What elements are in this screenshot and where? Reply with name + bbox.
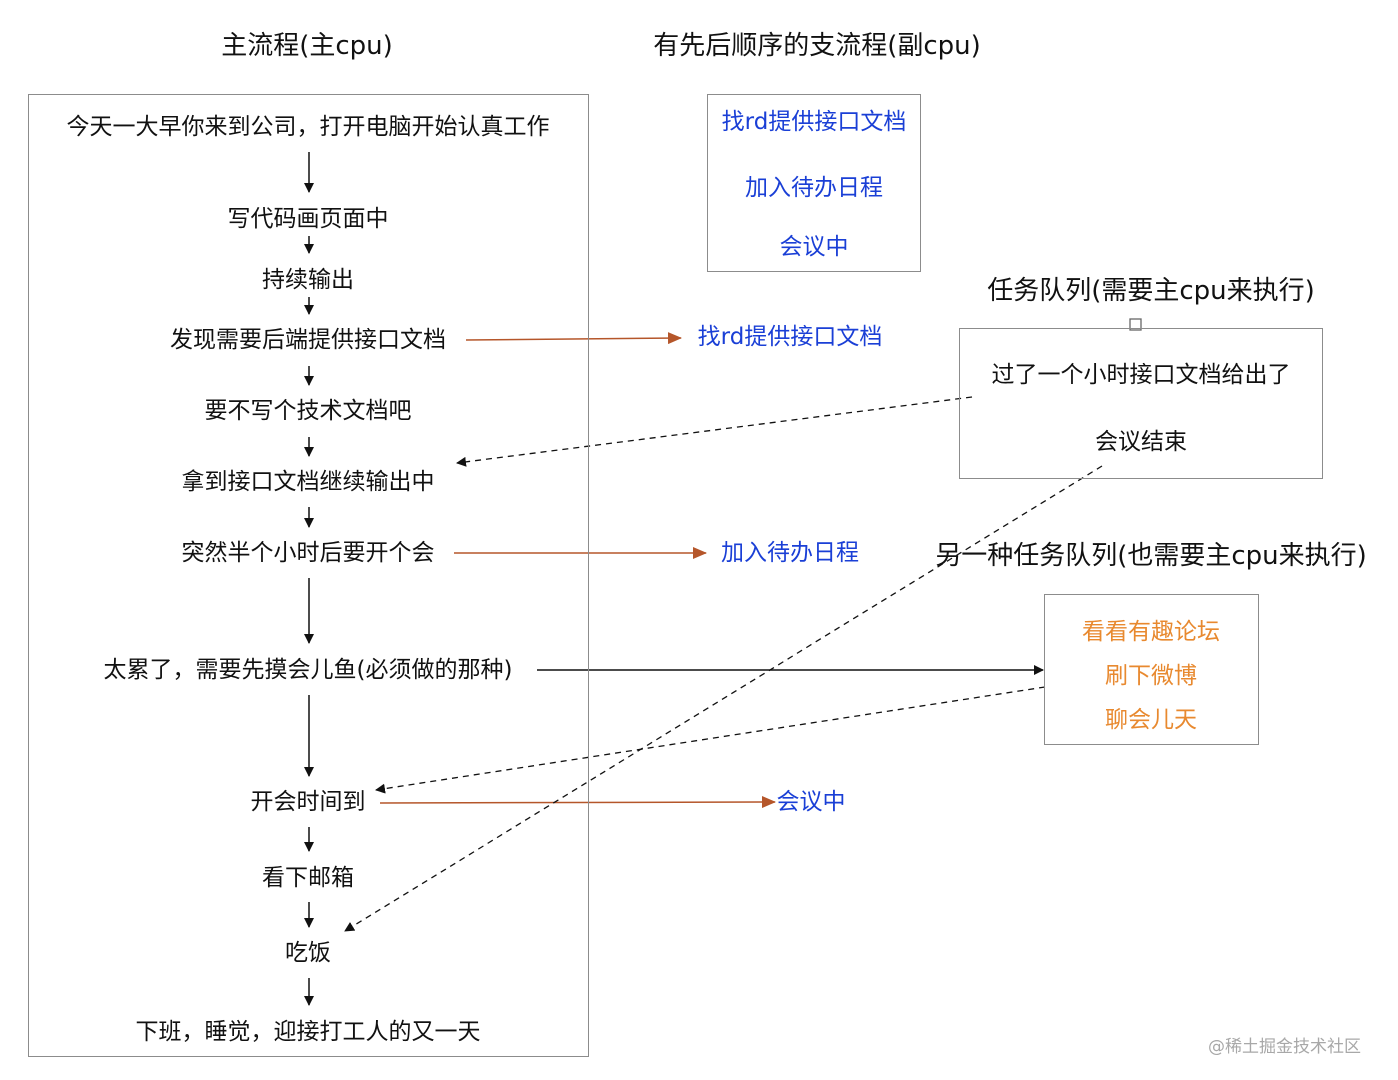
watermark: @稀土掘金技术社区 xyxy=(1208,1037,1361,1057)
task-queue-header: 任务队列(需要主cpu来执行) xyxy=(987,276,1315,306)
queue-item-doc-ready: 过了一个小时接口文档给出了 xyxy=(991,362,1291,388)
fun-item-forum: 看看有趣论坛 xyxy=(1082,619,1220,645)
main-step-write-tech-doc: 要不写个技术文档吧 xyxy=(204,398,412,424)
connector-handle xyxy=(1129,318,1142,331)
main-step-meeting-time: 开会时间到 xyxy=(250,789,366,815)
fun-item-weibo: 刷下微博 xyxy=(1105,663,1197,689)
side-task-add-todo: 加入待办日程 xyxy=(745,175,883,201)
main-step-got-api-doc: 拿到接口文档继续输出中 xyxy=(181,469,435,495)
side-task-meeting: 会议中 xyxy=(779,234,849,260)
callback-doc-ready xyxy=(456,396,973,467)
side-label-add-todo: 加入待办日程 xyxy=(721,540,859,566)
main-step-start-work: 今天一大早你来到公司，打开电脑开始认真工作 xyxy=(66,114,550,140)
main-step-slack-off: 太累了，需要先摸会儿鱼(必须做的那种) xyxy=(103,657,513,683)
callback-meeting-end xyxy=(344,465,1103,932)
push-arrow-meeting xyxy=(379,796,776,809)
main-step-keep-output: 持续输出 xyxy=(262,267,354,293)
side-label-find-rd: 找rd提供接口文档 xyxy=(697,324,883,350)
queue-item-meeting-end: 会议结束 xyxy=(1095,429,1187,455)
side-flow-header: 有先后顺序的支流程(副cpu) xyxy=(653,31,981,61)
push-arrow-find-rd xyxy=(465,332,682,345)
task-queue-2-box xyxy=(1044,594,1259,745)
main-step-coding: 写代码画页面中 xyxy=(227,206,389,232)
main-step-need-api-doc: 发现需要后端提供接口文档 xyxy=(170,327,446,353)
fun-item-chat: 聊会儿天 xyxy=(1105,707,1197,733)
main-step-check-mail: 看下邮箱 xyxy=(262,865,354,891)
task-queue-box xyxy=(959,328,1323,479)
main-step-lunch: 吃饭 xyxy=(285,940,331,966)
main-step-meeting-soon: 突然半个小时后要开个会 xyxy=(181,540,435,566)
side-task-find-rd: 找rd提供接口文档 xyxy=(721,109,907,135)
main-step-off-work: 下班，睡觉，迎接打工人的又一天 xyxy=(135,1019,481,1045)
side-flow-box xyxy=(707,94,921,272)
main-flow-header: 主流程(主cpu) xyxy=(221,31,393,61)
side-label-meeting: 会议中 xyxy=(776,789,846,815)
main-flow-box xyxy=(28,94,589,1057)
task-queue-2-header: 另一种任务队列(也需要主cpu来执行) xyxy=(935,541,1367,571)
callback-fun-done xyxy=(375,686,1046,794)
